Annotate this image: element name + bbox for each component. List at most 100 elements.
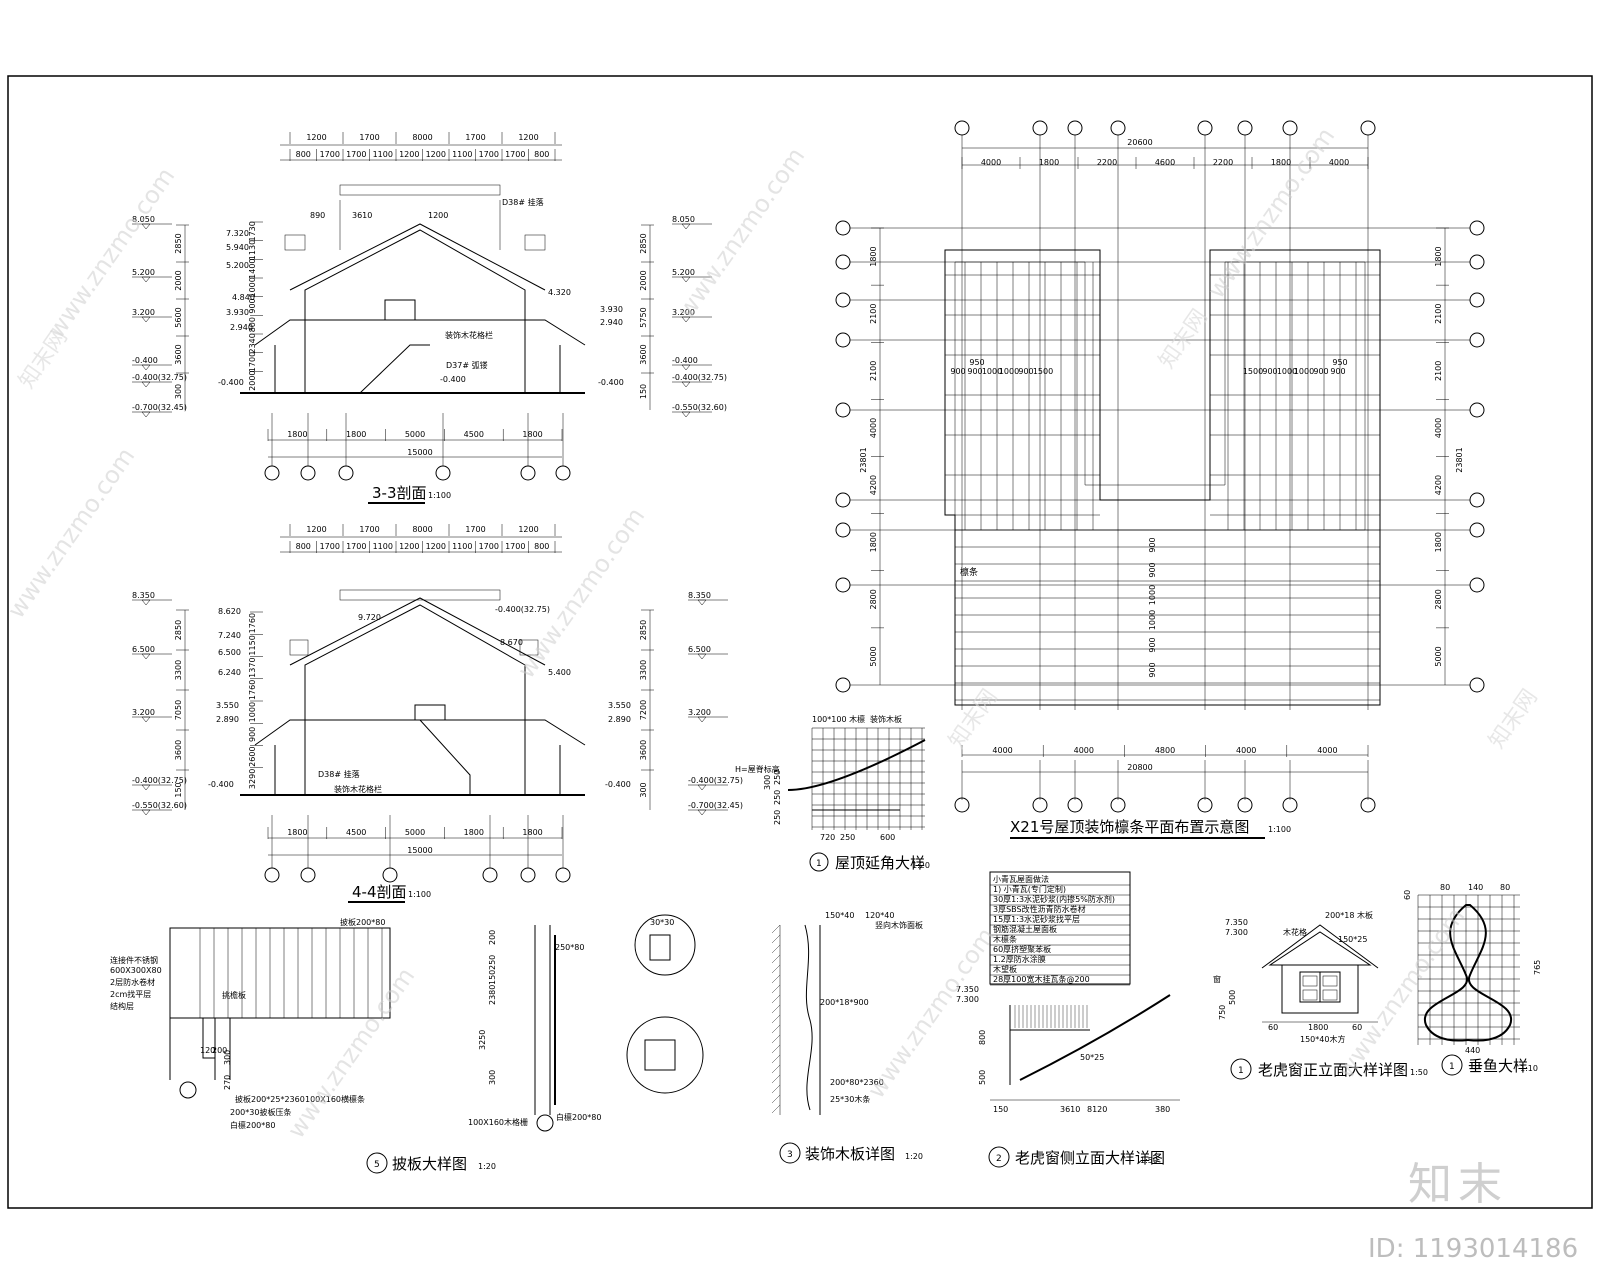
section33-top-dim: 1700 [465,133,485,142]
roofplan-purlin-dim: 900 [1262,367,1277,376]
section44-vertical-dim: 3600 [174,740,183,760]
section44-vertical-dim: 1370 [248,657,257,677]
roofplan-purlin-dim: 900 [1018,367,1033,376]
axis-bubble [1469,254,1485,270]
roofplan-purlin-dim: 1000 [1148,585,1157,605]
section44-vertical-dim: 1760 [248,680,257,700]
detail5-label: 2cm找平层 [110,989,151,999]
roofplan-left-dim: 2100 [869,304,878,324]
section33-top-dim: 8000 [412,133,432,142]
axis-bubble [835,492,851,508]
roofplan-purlin-dim: 900 [1148,537,1157,552]
section33-bottom-dim: 1800 [522,430,542,439]
axis-bubble [1469,292,1485,308]
dormer-label: 750 [1218,1005,1227,1020]
section44-elevation: -0.700(32.45) [688,801,743,810]
section44-vertical-dim: 1000 [248,702,257,722]
detail3-scale: 1:20 [905,1152,923,1161]
section33-note: -0.400 [440,375,466,384]
detail1-label: 100*100 木檩 [812,714,865,724]
detail2-legend-line: 1) 小青瓦(专门定制) [993,884,1066,894]
watermark-url-1: www.znzmo.com [42,163,180,344]
detail1-grid [811,727,925,830]
section33-elevation: -0.400(32.75) [672,373,727,382]
roofplan-right-dim: 5000 [1434,646,1443,666]
axis-bubble [1067,797,1083,813]
watermark-url-5: www.znzmo.com [1202,123,1340,304]
section44-top-dim: 1700 [359,525,379,534]
detail3-label: 250 [488,955,497,970]
section33-vertical-dim: 3600 [174,344,183,364]
detail2-number-bubble [988,1146,1010,1168]
section44-top-dim: 1700 [320,542,340,551]
axis-bubble [482,867,498,883]
section33-vertical-dim: 900 [248,298,257,313]
section44-axis-bubbles [264,815,571,883]
section44-elevation: -0.400(32.75) [132,776,187,785]
detail5-label: 200*30披板压条 [230,1107,291,1117]
detail-fascia-board: 披板200*80挑檐板连接件不锈钢600X300X802层防水卷材2cm找平层结… [110,917,496,1174]
section44-notes: D38# 挂落-0.400(32.75)装饰木花格栏 [318,605,550,794]
roofplan-purlin-dim: 1500 [1033,367,1053,376]
fish-label: 60 [1403,890,1412,900]
section44-vertical-dim: 2850 [639,620,648,640]
roofplan-purlin-dim: 950 [969,358,984,367]
section44-elevation: 6.500 [218,648,241,657]
dormer-title: 老虎窗正立面大样详图 [1258,1061,1408,1079]
section44-elevation: 8.670 [500,638,523,647]
axis-bubble [264,465,280,481]
section33-axis-bubbles [264,413,571,481]
detail5-label: 白檩200*80 [230,1120,275,1130]
section44-vertical-dim: 2600 [248,746,257,766]
dormer-label: 1800 [1308,1023,1328,1032]
detail1-label: 600 [880,833,895,842]
roofplan-right-dim: 2100 [1434,361,1443,381]
detail5-label: 披板200*80 [340,917,385,927]
detail2-label: 7.300 [956,995,979,1004]
section44-total-dim: 15000 [407,846,432,855]
section33-elevation: -0.700(32.45) [132,403,187,412]
section33-elevation: 5.200 [672,268,695,277]
detail1-number-bubble [809,852,829,872]
section44-elevation: -0.400 [605,780,631,789]
section44-bottom-dim: 4500 [346,828,366,837]
axis-bubble [835,220,851,236]
roofplan-top-dim: 4000 [1329,158,1349,167]
section33-elevation: 4.840 [232,293,255,302]
roofplan-outline [944,249,1381,706]
detail5-label: 270 [223,1075,232,1090]
axis-bubble [300,465,316,481]
section44-left-elevations: 8.3506.5003.200-0.400(32.75)-0.550(32.60… [132,591,187,816]
detail3-label: 3250 [478,1030,487,1050]
roofplan-top-dim: 1800 [1039,158,1059,167]
roofplan-purlin-dim: 1000 [999,367,1019,376]
section33-bottom-dim: 5000 [405,430,425,439]
section33-vertical-dim: 3600 [639,344,648,364]
section33-elevation: 5.940 [226,243,249,252]
section33-inner-elevations: 7.3205.9405.2004.8403.9302.9404.3203.930… [218,229,624,387]
dormer-number-bubble [1230,1058,1252,1080]
section33-elevation: 4.320 [548,288,571,297]
detail1-title: 屋顶延角大样 [835,854,925,872]
roofplan-scale: 1:100 [1268,825,1291,834]
brand-logo: 知末 [1408,1159,1508,1210]
roofplan-right-dim: 2100 [1434,304,1443,324]
detail5-label: 结构层 [110,1001,134,1011]
watermark-brand-3: 知末网 [1484,685,1542,753]
section44-top-dim: 1700 [505,542,525,551]
roofplan-purlin-dim: 900 [1313,367,1328,376]
detail2-legend-line: 木望板 [993,964,1017,974]
axis-bubble [1469,332,1485,348]
section33-left-elevations: 8.0505.2003.200-0.400-0.400(32.75)-0.700… [132,215,187,418]
section44-elevation: -0.400 [208,780,234,789]
detail1-label: 250 [840,833,855,842]
roofplan-bottom-dim: 4800 [1155,746,1175,755]
fish-number: 1 [1449,1062,1455,1072]
section33-bottom-dim: 1800 [346,430,366,439]
